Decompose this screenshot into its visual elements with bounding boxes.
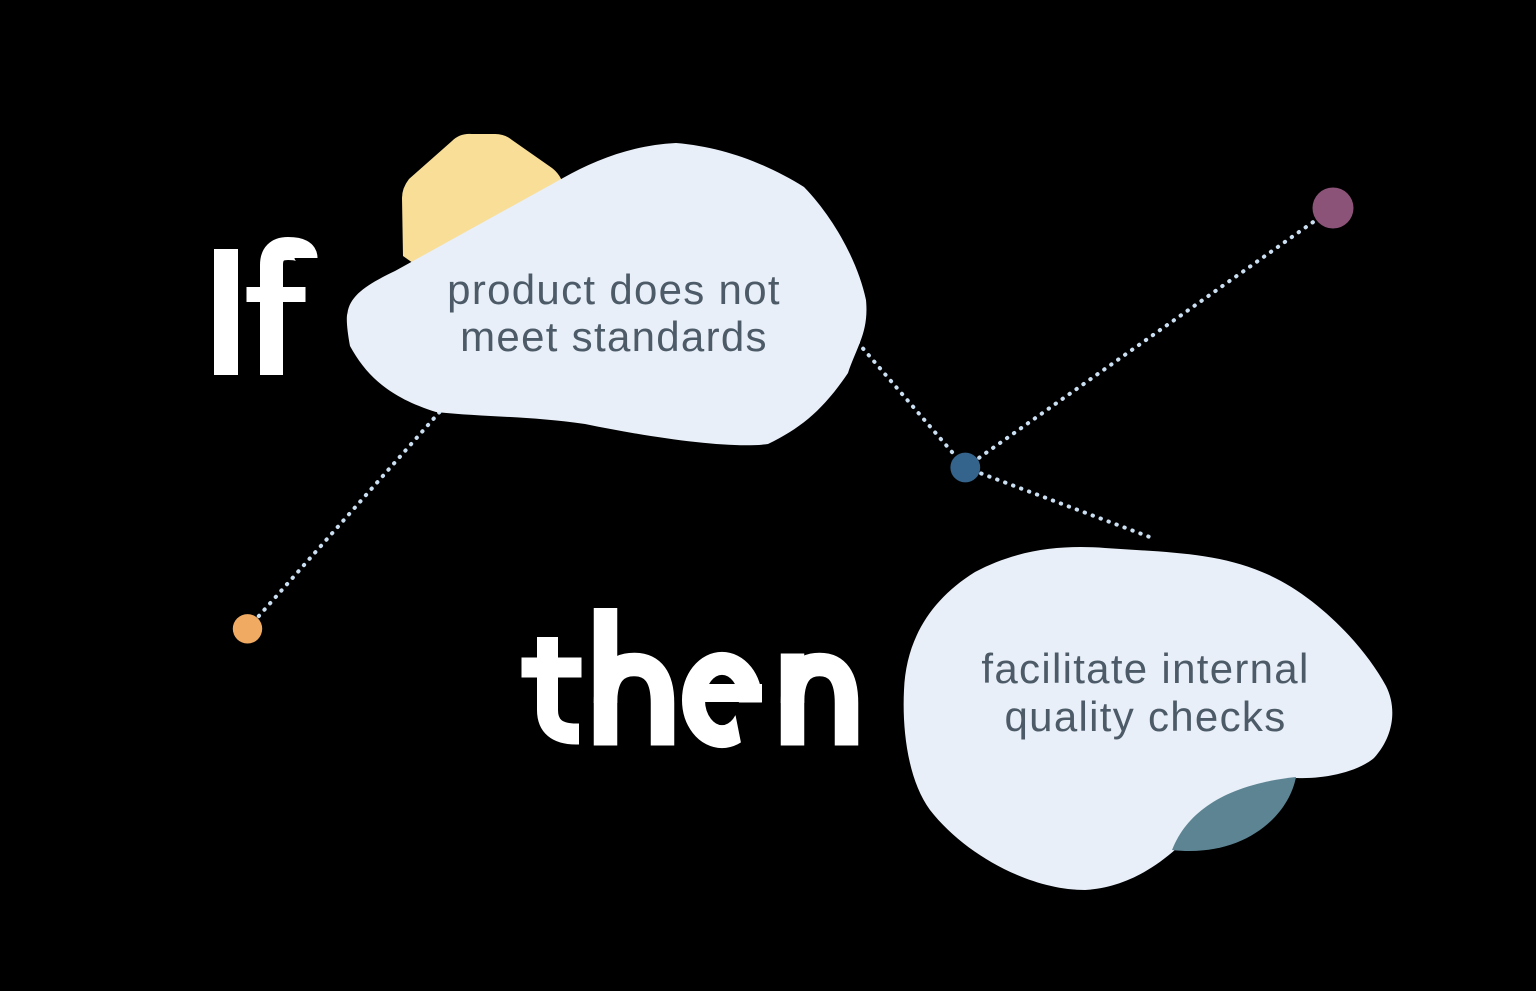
svg-text:quality checks: quality checks (1005, 693, 1287, 740)
svg-text:facilitate internal: facilitate internal (981, 645, 1309, 692)
svg-text:product does not: product does not (447, 266, 781, 313)
svg-text:meet standards: meet standards (460, 313, 768, 360)
